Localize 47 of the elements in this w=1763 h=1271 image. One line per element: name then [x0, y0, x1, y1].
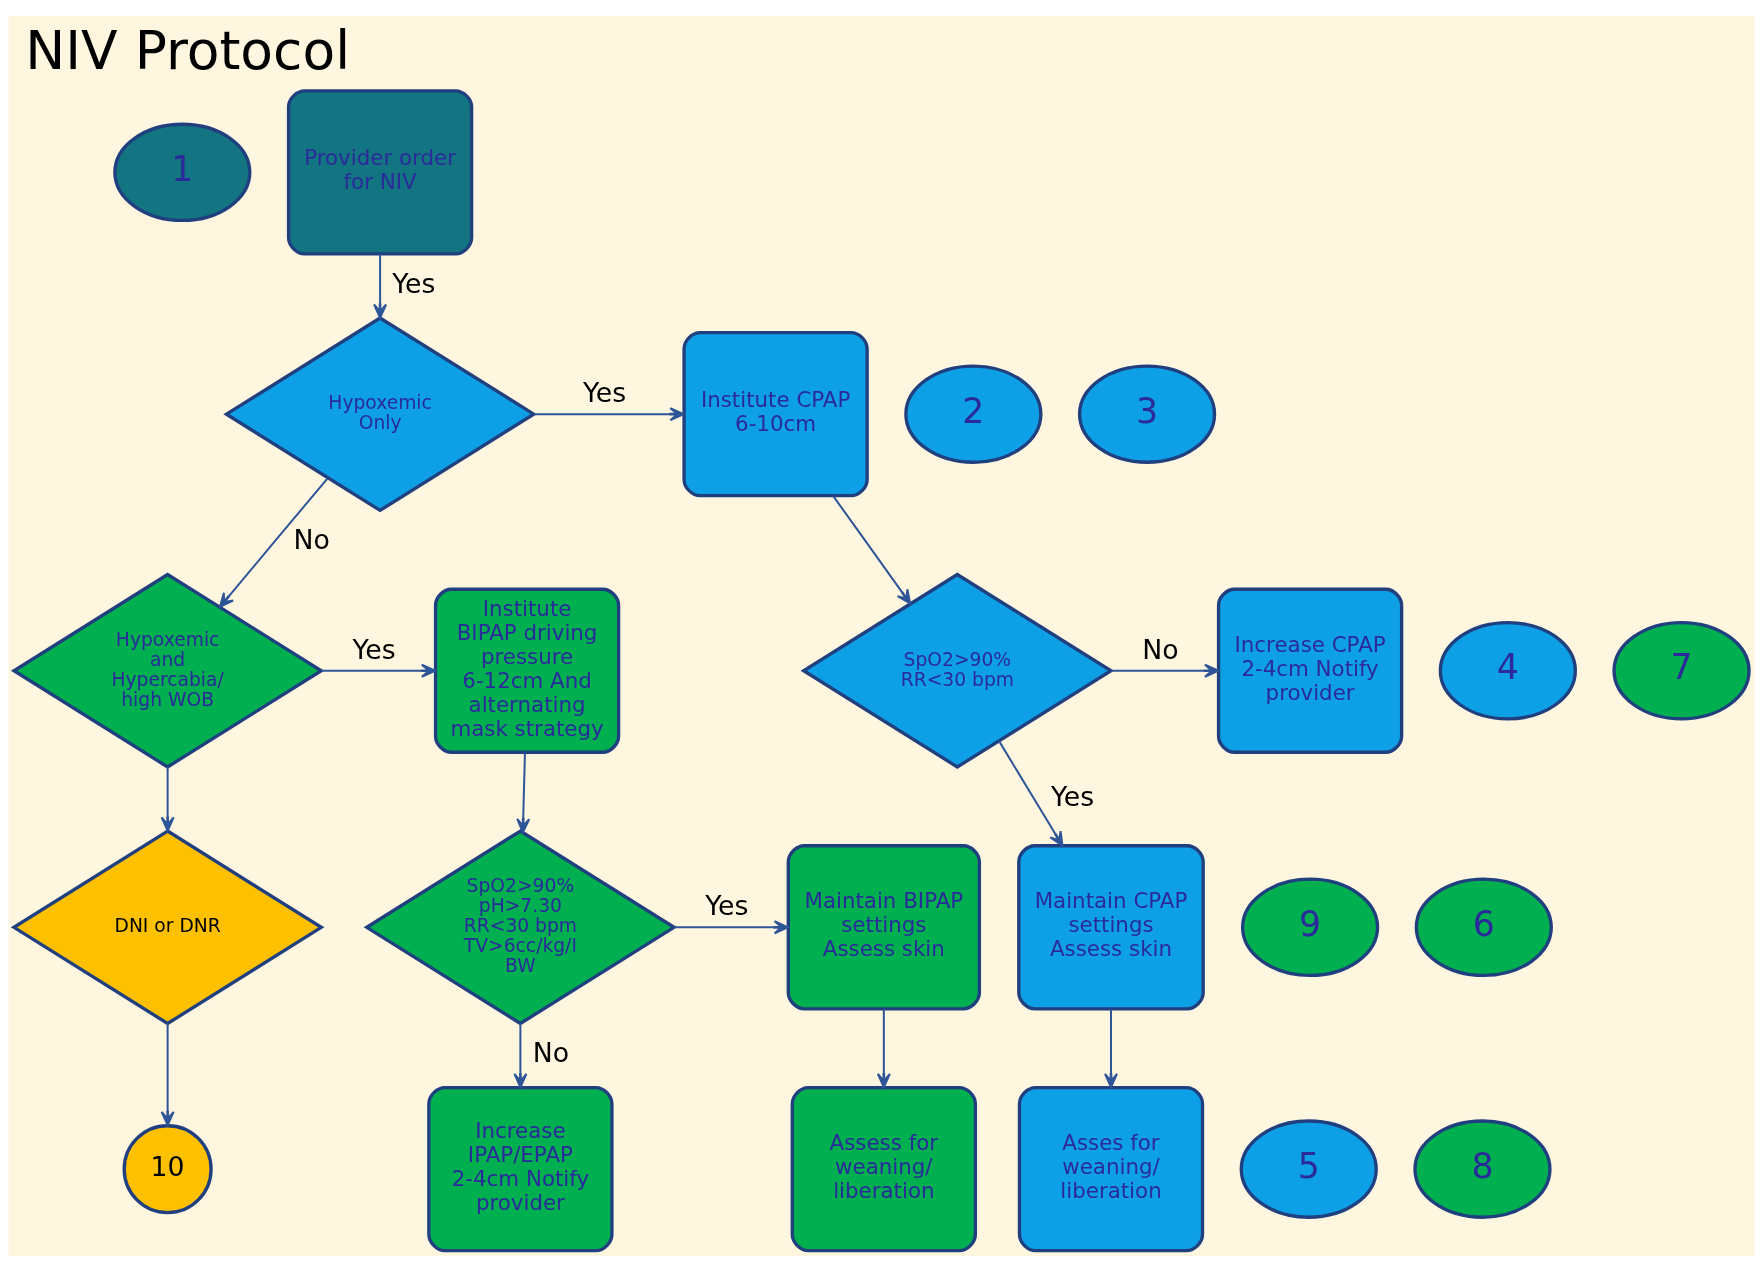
- node-box: Asses for weaning/ liberation: [1017, 1085, 1205, 1252]
- node-box: Provider order for NIV: [286, 88, 474, 255]
- node-ellipse: 4: [1438, 620, 1577, 720]
- node-ellipse: 5: [1239, 1118, 1378, 1219]
- node-diamond: Hypoxemic Only: [223, 315, 537, 512]
- node-box: Increase IPAP/EPAP 2-4cm Notify provider: [427, 1085, 614, 1252]
- diagram-title: NIV Protocol: [25, 18, 350, 82]
- edge-label: Yes: [352, 633, 396, 665]
- arrow: [160, 765, 175, 832]
- edge-label: No: [1142, 633, 1179, 665]
- arrow: [320, 663, 437, 678]
- node-box: Institute CPAP 6-10cm: [682, 330, 869, 497]
- node-ellipse: 9: [1240, 877, 1380, 977]
- node-diamond: DNI or DNR: [10, 828, 325, 1025]
- edge-label: Yes: [392, 267, 436, 299]
- arrow: [832, 494, 912, 605]
- edge-label: Yes: [1051, 780, 1095, 812]
- node-ellipse: 8: [1413, 1118, 1552, 1219]
- node-ellipse: 1: [113, 122, 252, 222]
- arrow: [160, 1022, 175, 1126]
- arrow: [516, 750, 531, 833]
- node-diamond: SpO2>90% pH>7.30 RR<30 bpm TV>6cc/kg/I BW: [363, 828, 678, 1025]
- arrow: [373, 252, 388, 319]
- edge-label: No: [293, 523, 330, 555]
- node-ellipse: 6: [1414, 877, 1553, 977]
- arrow: [1110, 663, 1220, 678]
- node-box: Increase CPAP 2-4cm Notify provider: [1216, 587, 1404, 754]
- edge-label: Yes: [705, 889, 749, 921]
- arrow: [998, 739, 1064, 847]
- node-diamond: Hypoxemic and Hypercabia/ high WOB: [10, 572, 325, 769]
- node-ellipse: 2: [904, 363, 1043, 464]
- arrow: [673, 919, 789, 934]
- arrow: [1104, 1007, 1118, 1088]
- arrow: [513, 1022, 528, 1088]
- node-ellipse: 3: [1077, 363, 1217, 464]
- arrow: [533, 406, 685, 421]
- node-box: Maintain BIPAP settings Assess skin: [786, 843, 982, 1010]
- node-ellipse: 7: [1612, 620, 1751, 720]
- arrow: [218, 476, 329, 608]
- node-diamond: SpO2>90% RR<30 bpm: [800, 572, 1115, 769]
- edge-label: Yes: [583, 376, 627, 408]
- edge-label: No: [532, 1036, 570, 1068]
- node-box: Institute BIPAP driving pressure 6-12cm And alternating mask strategy: [433, 587, 621, 754]
- node-box: Assess for weaning/ liberation: [790, 1085, 978, 1252]
- arrow: [876, 1007, 891, 1088]
- node-box: Maintain CPAP settings Assess skin: [1017, 843, 1205, 1010]
- node-circle: 10: [122, 1123, 213, 1214]
